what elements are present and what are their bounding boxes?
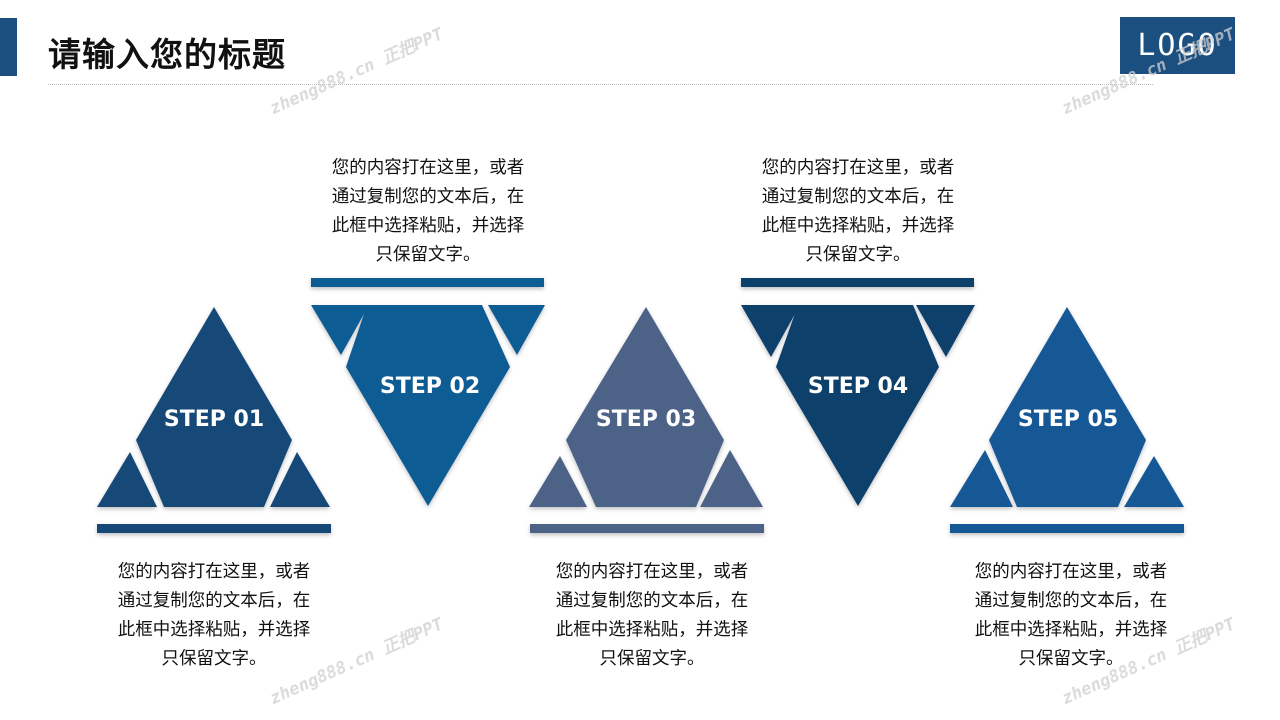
step-5-label: STEP 05 — [1018, 407, 1118, 432]
step-1-text-line: 通过复制您的文本后，在 — [117, 591, 311, 611]
step-3-description[interactable]: 您的内容打在这里，或者 通过复制您的文本后，在 此框中选择粘贴，并选择 只保留文… — [532, 558, 772, 674]
step-1-corner-left — [97, 452, 157, 507]
step-2[interactable]: STEP 02 — [311, 278, 545, 506]
step-1[interactable]: STEP 01 — [97, 307, 331, 533]
step-4-text-line: 您的内容打在这里，或者 — [761, 158, 955, 178]
step-1-text-line: 此框中选择粘贴，并选择 — [117, 620, 311, 640]
step-3-text-line: 只保留文字。 — [599, 649, 705, 669]
step-2-text-line: 只保留文字。 — [375, 245, 481, 265]
step-5-text-line: 只保留文字。 — [1018, 649, 1124, 669]
step-2-description[interactable]: 您的内容打在这里，或者 通过复制您的文本后，在 此框中选择粘贴，并选择 只保留文… — [308, 154, 548, 270]
step-4-text-line: 通过复制您的文本后，在 — [761, 187, 955, 207]
step-4-bar — [741, 278, 974, 287]
step-3-corner-right — [700, 450, 763, 507]
step-2-text-line: 通过复制您的文本后，在 — [331, 187, 525, 207]
step-4-description[interactable]: 您的内容打在这里，或者 通过复制您的文本后，在 此框中选择粘贴，并选择 只保留文… — [738, 154, 978, 270]
step-1-corner-right — [270, 452, 330, 507]
step-2-main-shape — [346, 305, 510, 506]
title-divider — [48, 84, 1153, 85]
step-2-corner-left — [311, 305, 369, 355]
step-2-text-line: 您的内容打在这里，或者 — [331, 158, 525, 178]
step-3-text-line: 通过复制您的文本后，在 — [555, 591, 749, 611]
step-1-description[interactable]: 您的内容打在这里，或者 通过复制您的文本后，在 此框中选择粘贴，并选择 只保留文… — [94, 558, 334, 674]
step-5[interactable]: STEP 05 — [950, 307, 1184, 533]
step-5-text-line: 通过复制您的文本后，在 — [974, 591, 1168, 611]
step-2-label: STEP 02 — [380, 374, 480, 399]
step-4-main-shape — [776, 305, 939, 506]
step-1-text-line: 只保留文字。 — [161, 649, 267, 669]
step-5-text-line: 此框中选择粘贴，并选择 — [974, 620, 1168, 640]
step-2-corner-right — [488, 305, 545, 355]
step-5-corner-left — [950, 450, 1013, 507]
step-5-corner-right — [1124, 456, 1184, 507]
step-5-description[interactable]: 您的内容打在这里，或者 通过复制您的文本后，在 此框中选择粘贴，并选择 只保留文… — [951, 558, 1191, 674]
step-4-label: STEP 04 — [808, 374, 908, 399]
step-2-bar — [311, 278, 544, 287]
step-1-text-line: 您的内容打在这里，或者 — [117, 562, 311, 582]
step-4-text-line: 此框中选择粘贴，并选择 — [761, 216, 955, 236]
step-3-main-shape — [566, 307, 724, 507]
step-5-main-shape — [989, 307, 1146, 507]
step-1-main-shape — [136, 307, 292, 507]
step-4-corner-right — [916, 305, 975, 357]
step-1-label: STEP 01 — [164, 407, 264, 432]
step-5-text-line: 您的内容打在这里，或者 — [974, 562, 1168, 582]
step-3-label: STEP 03 — [596, 407, 696, 432]
step-4[interactable]: STEP 04 — [741, 278, 975, 506]
title-accent-bar — [0, 18, 17, 76]
step-1-bar — [97, 524, 331, 533]
step-5-bar — [950, 524, 1184, 533]
step-4-text-line: 只保留文字。 — [805, 245, 911, 265]
step-4-corner-left — [741, 305, 800, 357]
step-3[interactable]: STEP 03 — [529, 307, 764, 533]
page-title[interactable]: 请输入您的标题 — [48, 35, 286, 74]
step-2-text-line: 此框中选择粘贴，并选择 — [331, 216, 525, 236]
step-3-corner-left — [529, 456, 587, 507]
step-3-text-line: 此框中选择粘贴，并选择 — [555, 620, 749, 640]
step-3-text-line: 您的内容打在这里，或者 — [555, 562, 749, 582]
step-3-bar — [530, 524, 764, 533]
logo[interactable]: LOGO — [1120, 17, 1235, 74]
